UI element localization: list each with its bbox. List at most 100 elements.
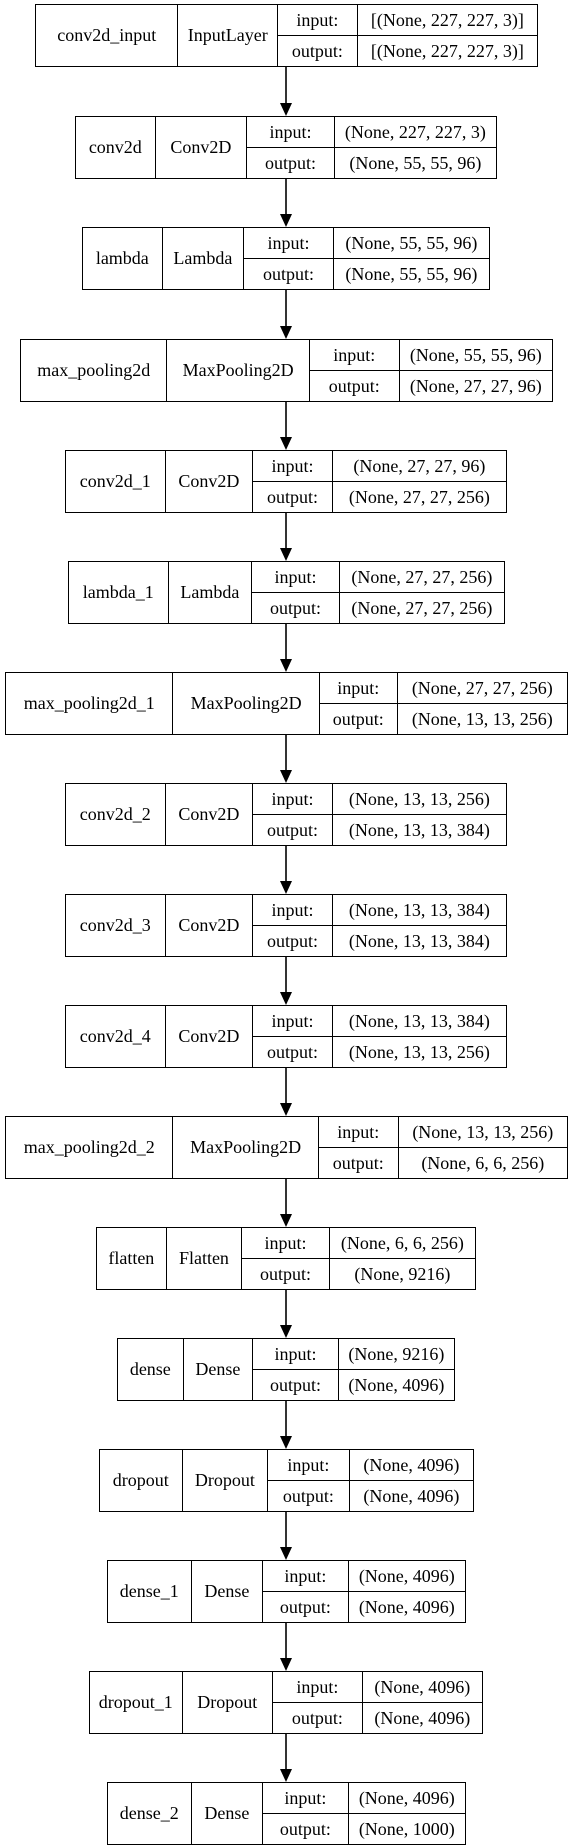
output-shape: (None, 27, 27, 256) bbox=[351, 597, 493, 618]
shape-values: (None, 13, 13, 256)(None, 13, 13, 384) bbox=[332, 784, 506, 845]
output-shape: (None, 1000) bbox=[358, 1818, 455, 1839]
input-shape: (None, 4096) bbox=[349, 1450, 473, 1481]
port-labels: input:output: bbox=[242, 1228, 330, 1289]
layer-name: conv2d_3 bbox=[66, 895, 166, 956]
port-labels: input:output: bbox=[253, 784, 333, 845]
output-shape: (None, 4096) bbox=[363, 1485, 460, 1506]
input-shape: (None, 13, 13, 256) bbox=[332, 784, 506, 815]
shape-values: (None, 27, 27, 256) (None, 27, 27, 256) bbox=[339, 562, 504, 623]
output-label: output: bbox=[282, 1485, 334, 1506]
output-label: output: bbox=[266, 930, 318, 951]
port-labels: input: output: bbox=[244, 228, 334, 289]
arrowhead-icon bbox=[280, 770, 292, 783]
port-labels: input:output: bbox=[318, 1117, 399, 1178]
output-label: output: bbox=[266, 1041, 318, 1062]
shape-values: (None, 13, 13, 384)(None, 13, 13, 256) bbox=[332, 1006, 506, 1067]
arrowhead-icon bbox=[280, 326, 292, 339]
arrowhead-icon bbox=[280, 1769, 292, 1782]
input-shape: (None, 27, 27, 96) bbox=[332, 451, 506, 482]
port-labels: input: output: bbox=[268, 1450, 350, 1511]
input-label: input: bbox=[268, 1450, 349, 1481]
input-shape: (None, 6, 6, 256) bbox=[329, 1228, 475, 1259]
layer-name: dropout bbox=[100, 1450, 183, 1511]
port-labels: input:output: bbox=[319, 673, 398, 734]
input-label: input: bbox=[253, 1339, 338, 1370]
output-label: output: bbox=[279, 1818, 331, 1839]
input-shape: (None, 55, 55, 96) bbox=[333, 228, 489, 259]
input-shape: (None, 4096) bbox=[348, 1783, 465, 1814]
shape-values: (None, 55, 55, 96)(None, 55, 55, 96) bbox=[333, 228, 489, 289]
layer-name: dropout_1 bbox=[90, 1672, 183, 1733]
output-shape: [(None, 227, 227, 3)] bbox=[370, 40, 524, 61]
layer-type: Conv2D bbox=[166, 895, 254, 956]
arrowhead-icon bbox=[280, 103, 292, 116]
layer-name: conv2d_input bbox=[36, 5, 179, 66]
input-shape: (None, 4096) bbox=[362, 1672, 483, 1703]
input-label: input: bbox=[278, 5, 357, 36]
arrowhead-icon bbox=[280, 214, 292, 227]
port-labels: input:output: bbox=[252, 562, 340, 623]
shape-values: (None, 4096) (None, 4096) bbox=[348, 1561, 465, 1622]
shape-values: (None, 227, 227, 3)(None, 55, 55, 96) bbox=[334, 117, 496, 178]
port-labels: input: output: bbox=[247, 117, 335, 178]
layer-name: max_pooling2d_2 bbox=[6, 1117, 174, 1178]
port-labels: input:output: bbox=[253, 451, 333, 512]
output-shape: (None, 55, 55, 96) bbox=[349, 152, 482, 173]
shape-values: (None, 55, 55, 96)(None, 27, 27, 96) bbox=[399, 340, 553, 401]
output-shape: (None, 4096) bbox=[358, 1596, 455, 1617]
arrowhead-icon bbox=[280, 1436, 292, 1449]
layer-name: conv2d_1 bbox=[66, 451, 166, 512]
layer-name: flatten bbox=[97, 1228, 167, 1289]
input-label: input: bbox=[242, 1228, 329, 1259]
arrowhead-icon bbox=[280, 1103, 292, 1116]
shape-values: (None, 4096)(None, 4096) bbox=[362, 1672, 483, 1733]
arrowhead-icon bbox=[280, 992, 292, 1005]
layer-type: Conv2D bbox=[166, 784, 254, 845]
layer-type: Dense bbox=[184, 1339, 254, 1400]
port-labels: input:output: bbox=[273, 1672, 363, 1733]
input-shape: (None, 27, 27, 256) bbox=[339, 562, 504, 593]
layer-name: lambda_1 bbox=[69, 562, 169, 623]
output-shape: (None, 13, 13, 256) bbox=[348, 1041, 490, 1062]
layer-name: dense_2 bbox=[108, 1783, 192, 1844]
input-shape: (None, 13, 13, 384) bbox=[332, 895, 506, 926]
input-label: input: bbox=[253, 895, 332, 926]
input-label: input: bbox=[273, 1672, 362, 1703]
output-label: output: bbox=[262, 263, 314, 284]
layer-type: MaxPooling2D bbox=[173, 1117, 319, 1178]
input-shape: (None, 4096) bbox=[348, 1561, 465, 1592]
port-labels: input: output: bbox=[253, 1339, 339, 1400]
layer-type: InputLayer bbox=[178, 5, 279, 66]
layer-type: MaxPooling2D bbox=[167, 340, 310, 401]
input-shape: (None, 9216) bbox=[338, 1339, 455, 1370]
port-labels: input:output: bbox=[309, 340, 400, 401]
output-label: output: bbox=[264, 152, 316, 173]
output-label: output: bbox=[269, 1374, 321, 1395]
layer-type: Lambda bbox=[169, 562, 253, 623]
arrowhead-icon bbox=[280, 437, 292, 450]
shape-values: (None, 13, 13, 384) (None, 13, 13, 384) bbox=[332, 895, 506, 956]
input-label: input: bbox=[244, 228, 333, 259]
input-label: input: bbox=[247, 117, 334, 148]
shape-values: (None, 4096) (None, 4096) bbox=[349, 1450, 473, 1511]
shape-values: (None, 13, 13, 256)(None, 6, 6, 256) bbox=[398, 1117, 567, 1178]
input-shape: [(None, 227, 227, 3)] bbox=[357, 5, 538, 36]
output-shape: (None, 13, 13, 384) bbox=[348, 930, 490, 951]
layer-type: Dropout bbox=[183, 1450, 269, 1511]
output-label: output: bbox=[291, 40, 343, 61]
output-label: output: bbox=[332, 708, 384, 729]
output-shape: (None, 9216) bbox=[354, 1263, 451, 1284]
